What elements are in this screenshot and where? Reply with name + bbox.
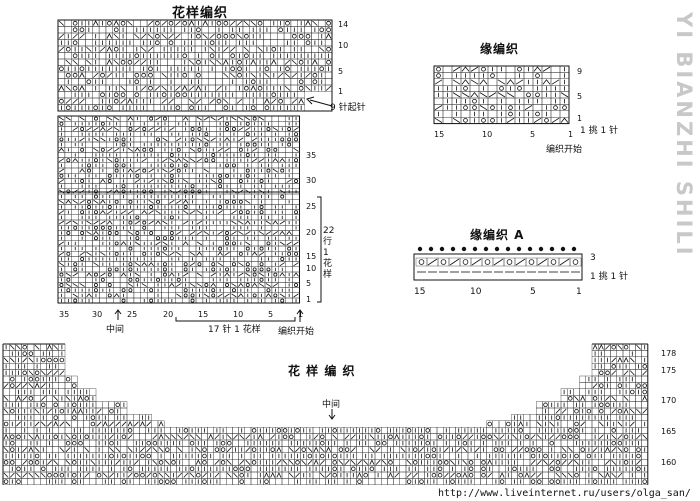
edge-a-col-label: 1 bbox=[576, 287, 582, 297]
edge-a-col-label: 15 bbox=[414, 287, 426, 297]
top-col-label: 1 bbox=[298, 310, 304, 319]
edge-chart-title: 缘编织 bbox=[480, 42, 520, 56]
edge-row-label: 5 bbox=[577, 92, 583, 101]
top-col-label: 35 bbox=[59, 310, 70, 319]
edge-chart-grid bbox=[433, 65, 570, 125]
top-row-label: 14 bbox=[338, 20, 349, 29]
edge-row-label: 1 bbox=[577, 114, 583, 123]
top-row-label: 1 bbox=[338, 87, 344, 96]
top-col-label: 25 bbox=[127, 310, 138, 319]
top-row-label: 20 bbox=[306, 228, 317, 237]
top-start-label: 编织开始 bbox=[278, 327, 315, 337]
top-row-label: 25 bbox=[306, 202, 317, 211]
edge-col-label: 1 bbox=[568, 130, 574, 139]
bottom-chart-grid bbox=[2, 343, 649, 485]
edge-a-col-label: 5 bbox=[530, 287, 536, 297]
top-row-label: 5 bbox=[306, 279, 312, 288]
edge-a-repeat-note: 1 挑 1 针 bbox=[590, 272, 629, 282]
top-col-label: 20 bbox=[163, 310, 174, 319]
top-row-label: 10 bbox=[306, 264, 317, 273]
bottom-row-label: 175 bbox=[661, 366, 677, 375]
start-arrow bbox=[296, 309, 304, 322]
bottom-row-label: 160 bbox=[661, 458, 677, 467]
edge-a-col-label: 10 bbox=[470, 287, 482, 297]
bottom-center-arrow bbox=[328, 409, 336, 420]
top-chart-upper-grid bbox=[57, 19, 333, 112]
edge-a-row-label: 3 bbox=[590, 253, 596, 263]
repeat-row-bracket bbox=[317, 196, 322, 303]
top-chart-lower-grid bbox=[57, 115, 300, 304]
top-row-label: 30 bbox=[306, 176, 317, 185]
top-row-label: 10 bbox=[338, 41, 349, 50]
top-col-label: 10 bbox=[233, 310, 244, 319]
edge-col-label: 10 bbox=[482, 130, 493, 139]
cast-on-arrow bbox=[306, 96, 333, 107]
repeat-stitches-note: 17 针 1 花样 bbox=[208, 325, 261, 335]
top-row-label: 5 bbox=[338, 67, 344, 76]
edge-start-label: 编织开始 bbox=[546, 145, 583, 155]
repeat-rows-note: 22 行 1 花 样 bbox=[323, 226, 335, 280]
top-col-label: 30 bbox=[92, 310, 103, 319]
edge-col-label: 15 bbox=[434, 130, 445, 139]
cast-on-note: 9 针起针 bbox=[330, 103, 366, 113]
bottom-row-label: 165 bbox=[661, 427, 677, 436]
edge-col-label: 5 bbox=[530, 130, 536, 139]
top-row-label: 35 bbox=[306, 151, 317, 160]
edge-row-label: 9 bbox=[577, 67, 583, 76]
bottom-row-label: 170 bbox=[661, 396, 677, 405]
bottom-row-label: 178 bbox=[661, 349, 677, 358]
top-col-label: 15 bbox=[198, 310, 209, 319]
top-chart-title: 花样编织 bbox=[172, 6, 229, 21]
top-row-label: 15 bbox=[306, 252, 317, 261]
center-arrow bbox=[114, 309, 122, 320]
edge-repeat-note: 1 挑 1 针 bbox=[580, 126, 619, 136]
bottom-chart-title: 花 样 编 织 bbox=[288, 364, 356, 378]
edge-a-chart-title: 缘编织 A bbox=[470, 228, 525, 242]
top-row-label: 1 bbox=[306, 295, 312, 304]
side-title: YI BIANZHI SHILI bbox=[672, 12, 696, 258]
bottom-center-label: 中间 bbox=[322, 400, 341, 410]
source-url: http://www.liveinternet.ru/users/olga_sa… bbox=[438, 488, 691, 499]
repeat-stitch-bracket bbox=[175, 317, 296, 322]
edge-a-chart-grid bbox=[413, 246, 583, 281]
top-center-label: 中间 bbox=[106, 325, 125, 335]
top-col-label: 5 bbox=[268, 310, 274, 319]
